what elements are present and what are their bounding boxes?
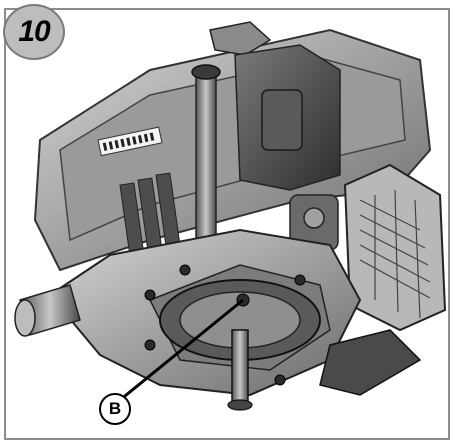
step-number: 10 <box>18 15 50 48</box>
callout-leader-line <box>119 298 244 402</box>
step-badge: 10 <box>3 4 65 60</box>
callout-b-text: B <box>108 399 122 418</box>
callout-b: B <box>99 393 131 425</box>
